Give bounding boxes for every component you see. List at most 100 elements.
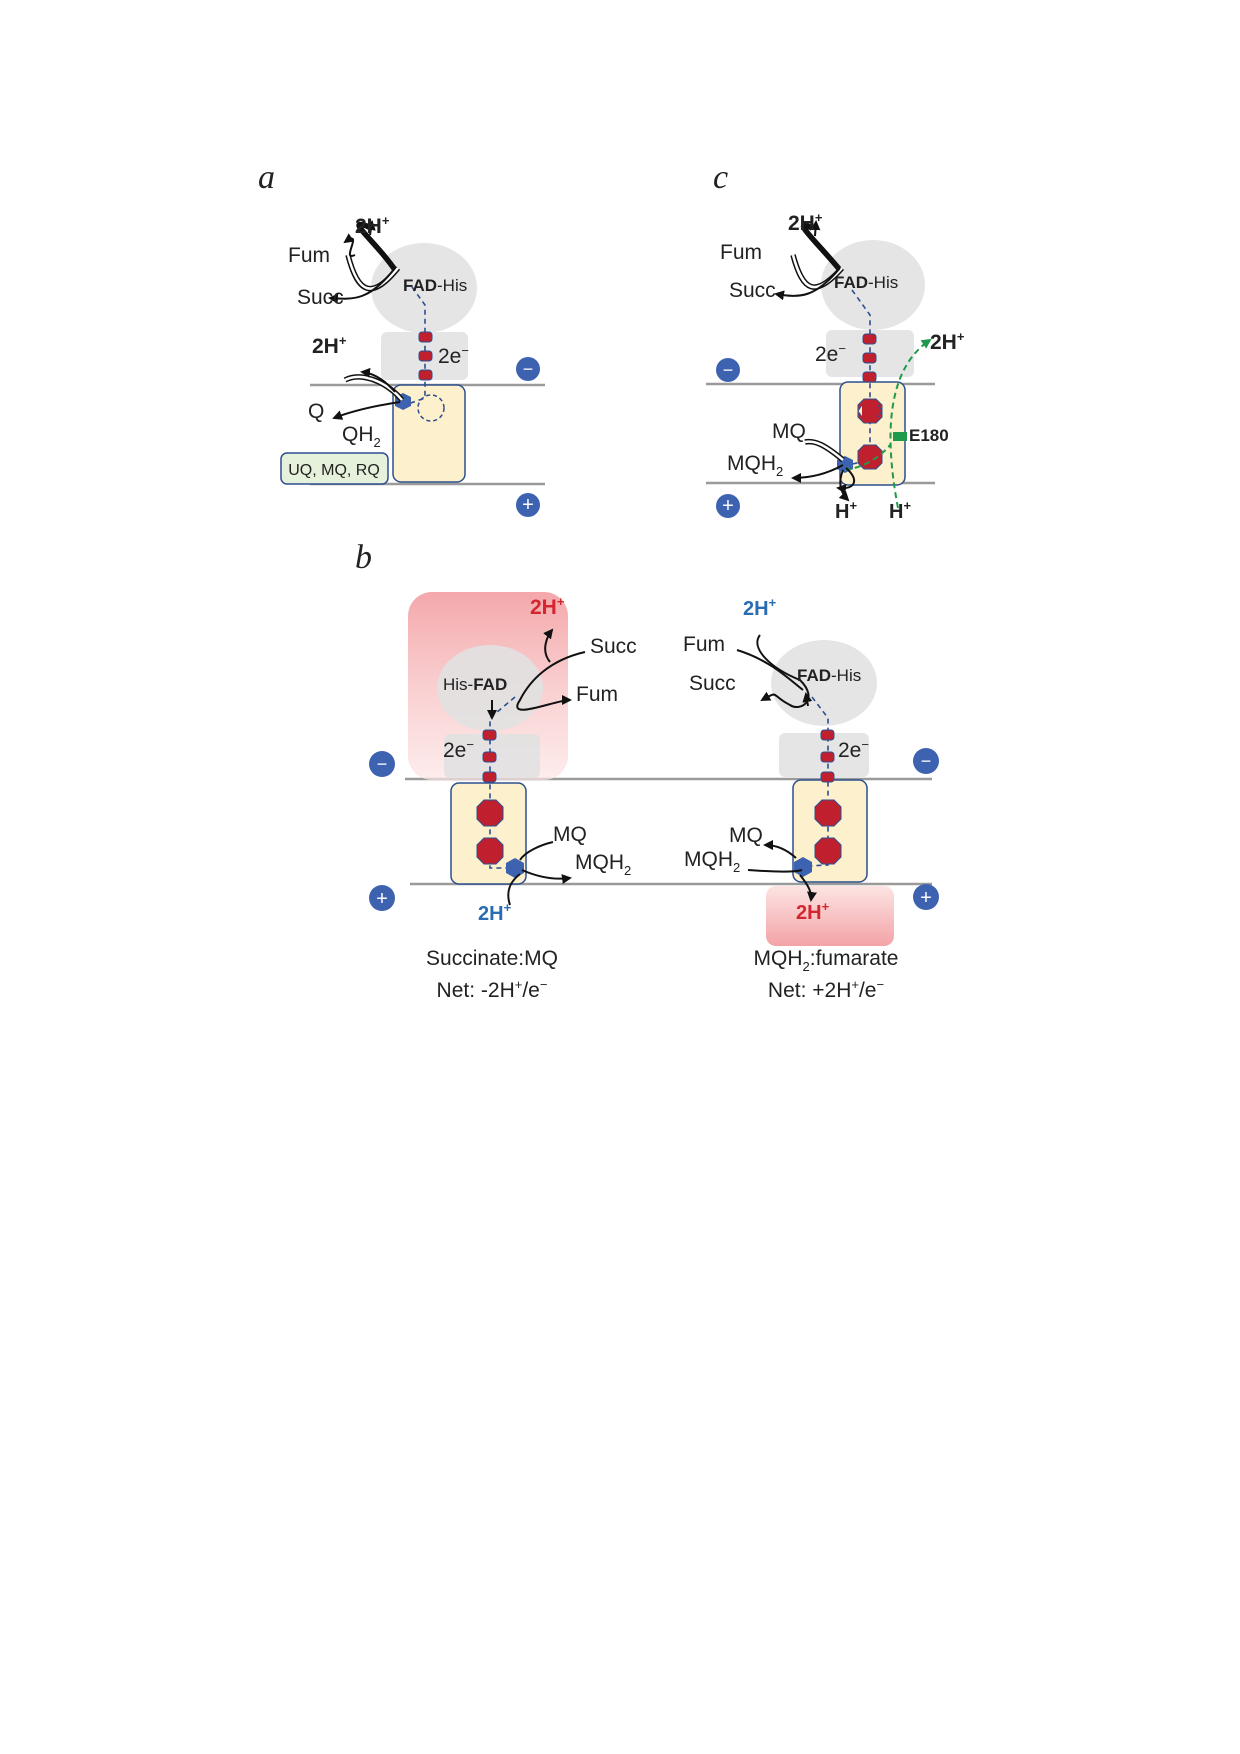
- fum-label: Fum: [683, 633, 725, 656]
- fe-s-cluster-3: [820, 771, 835, 783]
- fum-label: Fum: [576, 683, 618, 706]
- panel-c: c 2H+ Fum Succ FAD-His 2e−: [706, 159, 965, 523]
- arrow-a-bottom-loop-inner: [344, 375, 403, 401]
- minus-sign-circle: [516, 357, 540, 381]
- minus-sign-circle-left: [369, 751, 395, 777]
- his-fad-label: His-FAD: [443, 675, 507, 694]
- caption-line-2: Net: +2H+/e−: [768, 977, 884, 1002]
- left-complex: 2H+ Succ Fum His-FAD 2e− MQ MQH2 2H+ Suc…: [408, 592, 637, 1002]
- fe-s-cluster-2: [482, 751, 497, 763]
- plus-sign: +: [522, 494, 534, 516]
- proton-label-top: 2H+: [788, 210, 823, 235]
- fe-s-cluster-3: [862, 371, 877, 383]
- fad-his-label: FAD-His: [403, 276, 467, 295]
- arrow-to-2h-top: [810, 220, 821, 237]
- e180-residue-marker: [893, 432, 907, 441]
- membrane-anchor-subunit: [392, 384, 466, 483]
- electron-path: [807, 696, 829, 867]
- arrow-fum-in: [736, 649, 804, 691]
- fum-label: Fum: [720, 241, 762, 264]
- arrow-to-2h-mid: [360, 367, 396, 393]
- proton-label-bottom: 2H+: [796, 899, 830, 924]
- mq-label: MQ: [772, 420, 806, 443]
- proton-label-top: 2H+: [743, 595, 777, 620]
- caption-line-1: MQH2:fumarate: [754, 947, 899, 974]
- fe-s-cluster-1: [820, 729, 835, 741]
- fe-s-cluster-2: [820, 751, 835, 763]
- arrow-c-top-outer: [800, 222, 843, 272]
- arrow-2h-in: [507, 873, 521, 906]
- arrow-to-mqh2: [791, 464, 844, 483]
- succ-label: Succ: [689, 672, 736, 695]
- arrow-to-h-bottom: [836, 467, 856, 494]
- right-complex: 2H+ Fum Succ FAD-His 2e− MQ MQH2 2H+ MQH…: [683, 595, 898, 1002]
- quinone-site: [794, 857, 812, 877]
- fum-label: Fum: [288, 244, 330, 267]
- quinone-site: [506, 858, 524, 878]
- flavoprotein-subunit: [371, 243, 477, 333]
- heme-bh: [814, 837, 842, 865]
- mqh2-label: MQH2: [727, 452, 783, 479]
- electron-label: 2e−: [815, 341, 846, 366]
- fe-s-cluster-1: [418, 331, 433, 343]
- h-label-right: H+: [889, 498, 911, 523]
- heme-bl: [476, 799, 504, 827]
- fe-s-cluster-1: [482, 729, 497, 741]
- plus-sign-circle-left: [369, 885, 395, 911]
- succ-label: Succ: [590, 635, 637, 658]
- arrow-c-top-loop-inner: [791, 254, 843, 289]
- h-label-left: H+: [835, 498, 857, 523]
- quinone-types-label: UQ, MQ, RQ: [288, 462, 380, 479]
- flavoprotein-subunit: [437, 645, 543, 731]
- proton-label-top: 2H+: [530, 594, 565, 619]
- minus-sign: −: [523, 359, 534, 379]
- proton-label-right: 2H+: [930, 329, 965, 354]
- arrow-to-q: [332, 401, 401, 420]
- fe-s-cluster-1: [862, 333, 877, 345]
- flavoprotein-subunit: [771, 640, 877, 726]
- fe-s-cluster-2: [862, 352, 877, 364]
- electron-label: 2e−: [838, 737, 869, 762]
- panel-a: a 2H+ Fum Succ FAD-His 2H+ 2e−: [258, 159, 545, 517]
- arrow-succ-to-fum: [516, 651, 586, 711]
- arrow-to-fum: [343, 233, 356, 257]
- proton-label-bottom: 2H+: [478, 900, 512, 925]
- heme-bl: [857, 398, 883, 424]
- q-label: Q: [308, 400, 324, 423]
- succ-label: Succ: [729, 279, 776, 302]
- arrow-c-bottom-loop: [804, 438, 845, 463]
- arrow-to-mqh2: [521, 869, 572, 885]
- panel-letter-b: b: [355, 539, 372, 576]
- arrow-to-2h-top: [543, 628, 554, 663]
- plus-sign: +: [722, 495, 734, 517]
- minus-sign-circle: [716, 358, 740, 382]
- panel-letter-a: a: [258, 159, 275, 196]
- mq-label: MQ: [553, 823, 587, 846]
- heme-bl: [814, 799, 842, 827]
- electron-path: [489, 696, 516, 869]
- fe-s-cluster-3: [482, 771, 497, 783]
- panel-b: b 2H+ Succ Fum: [355, 539, 939, 1002]
- qh2-label: QH2: [342, 423, 381, 450]
- proton-label-mid: 2H+: [312, 333, 347, 358]
- quinone-types-box: [280, 452, 389, 485]
- succ-label: Succ: [297, 286, 344, 309]
- heme-bh: [476, 837, 504, 865]
- caption-line-2: Net: -2H+/e−: [437, 977, 548, 1002]
- mqh2-label: MQH2: [684, 848, 740, 875]
- proton-label-top: 2H+: [355, 213, 390, 238]
- mqh2-label: MQH2: [575, 851, 631, 878]
- minus-sign: −: [723, 360, 734, 380]
- electron-path: [404, 286, 426, 406]
- minus-sign-left: −: [377, 754, 388, 774]
- mq-label: MQ: [729, 824, 763, 847]
- arrow-succ-fum-outer: [356, 221, 398, 272]
- plus-sign-circle-right: [913, 884, 939, 910]
- electron-label: 2e−: [438, 343, 469, 368]
- arrow-to-succ: [328, 267, 396, 304]
- membrane-anchor-subunit: [450, 782, 527, 885]
- arrow-to-fad: [802, 692, 813, 707]
- e180-label: E180: [909, 426, 949, 445]
- electron-label: 2e−: [443, 737, 474, 762]
